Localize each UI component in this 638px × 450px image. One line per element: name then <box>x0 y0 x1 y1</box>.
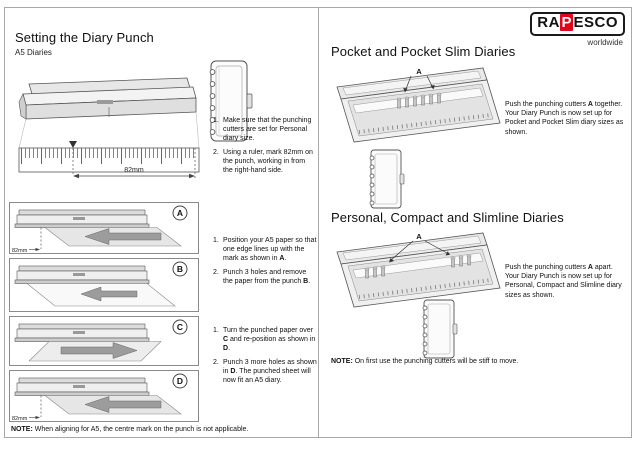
diary-clasp <box>452 323 458 335</box>
cutter-arrow-icon <box>403 87 408 93</box>
binder-ring <box>422 305 428 311</box>
turn-over-arrow-icon <box>60 342 138 359</box>
personal-body-text: Push the punching cutters A apart. Your … <box>505 264 622 299</box>
diary-punch-illustration: 82mm <box>18 77 200 180</box>
diagram-label: B <box>177 264 183 274</box>
diagram-label: C <box>177 322 183 332</box>
ruler-dimension-label: 82mm <box>124 167 144 174</box>
diagram-b: B <box>9 258 199 312</box>
binder-ring <box>422 323 428 329</box>
insert-arrow-icon <box>84 396 162 413</box>
instruction-step: 2. Using a ruler, mark 82mm on the punch… <box>213 148 315 175</box>
binder-ring <box>422 332 428 338</box>
diagram-label-badge <box>172 373 188 389</box>
insert-arrow-icon <box>84 228 162 245</box>
binder-ring <box>369 173 375 179</box>
cutter-arrow-icon <box>430 85 435 90</box>
binder-ring <box>369 200 375 206</box>
diagram-label-badge <box>172 261 188 277</box>
diary-clasp <box>399 173 405 185</box>
cutter-label: A <box>416 232 422 241</box>
instructions-setup: 1. Make sure that the punching cutters a… <box>213 116 315 181</box>
personal-diary-illustration <box>422 299 458 359</box>
binder-ring <box>422 341 428 347</box>
open-punch-cutters-together-illustration: A <box>336 67 501 143</box>
binder-ring <box>209 93 216 99</box>
step-number: 2. <box>213 359 219 367</box>
cutters-together <box>396 92 442 109</box>
cutters-apart <box>364 254 472 279</box>
step-number: 2. <box>213 149 219 157</box>
dimension-label: 82mm <box>12 248 28 254</box>
step-number: 1. <box>213 327 219 334</box>
step-text: Punch 3 more holes as shown in D. The pu… <box>223 359 317 385</box>
diagram-label: D <box>177 376 183 386</box>
punch-logo-mark <box>73 385 85 388</box>
diagram-label-badge <box>172 205 188 221</box>
instruction-step: 1. Turn the punched paper over C and re-… <box>213 326 317 353</box>
diagram-c: C <box>9 316 199 366</box>
pocket-diary-illustration <box>369 149 405 209</box>
instruction-step: 1. Make sure that the punching cutters a… <box>213 116 315 143</box>
punch-logo-mark <box>73 331 85 334</box>
step-text: Using a ruler, mark 82mm on the punch, w… <box>223 149 313 175</box>
punch-logo-mark <box>97 100 113 104</box>
instruction-step: 2. Punch 3 holes and remove the paper fr… <box>213 268 317 286</box>
cutter-arrow-icon <box>445 251 450 256</box>
cutter-label: A <box>416 67 422 76</box>
binder-ring <box>369 182 375 188</box>
binder-ring <box>422 350 428 356</box>
binder-ring <box>209 117 216 123</box>
binder-ring <box>422 314 428 320</box>
binder-ring <box>369 155 375 161</box>
section-title-pocket: Pocket and Pocket Slim Diaries <box>331 44 516 59</box>
step-text: Position your A5 paper so that one edge … <box>223 237 317 263</box>
binder-ring <box>209 69 216 75</box>
step-text: Punch 3 holes and remove the paper from … <box>223 269 311 286</box>
binder-ring <box>209 129 216 135</box>
paper-slot <box>352 252 484 279</box>
step-number: 2. <box>213 269 219 277</box>
step-number: 1. <box>213 117 219 124</box>
punch-logo-mark <box>73 217 85 220</box>
punch-end-cap <box>18 93 27 120</box>
binder-ring <box>209 105 216 111</box>
diagram-a: 82mm A <box>9 202 199 254</box>
note-first-use: NOTE: On first use the punching cutters … <box>331 358 519 365</box>
remove-arrow-icon <box>80 286 138 302</box>
a5-diary-illustration <box>209 60 253 142</box>
page-subtitle: A5 Diaries <box>15 48 52 57</box>
binder-ring <box>209 81 216 87</box>
pocket-body-text: Push the punching cutters A together. Yo… <box>505 101 624 136</box>
brand-tagline: worldwide <box>587 37 623 47</box>
step-text: Make sure that the punching cutters are … <box>223 117 312 143</box>
diagram-label-badge <box>172 319 188 335</box>
binder-ring <box>369 191 375 197</box>
dimension-label: 82mm <box>12 416 28 422</box>
diagram-d: 82mm D <box>9 370 199 422</box>
edge-ruler-ticks <box>358 113 492 134</box>
edge-ruler-ticks <box>358 278 492 299</box>
instructions-ab: 1. Position your A5 paper so that one ed… <box>213 236 317 291</box>
binder-ring <box>369 164 375 170</box>
page-title: Setting the Diary Punch <box>15 30 154 45</box>
note-a5: NOTE: When aligning for A5, the centre m… <box>11 426 249 433</box>
column-divider <box>318 8 319 437</box>
diary-clasp <box>246 93 253 109</box>
ruler-mark-pointer <box>69 141 77 148</box>
open-punch-cutters-apart-illustration: A <box>336 232 501 308</box>
diagram-label: A <box>177 208 183 218</box>
step-number: 1. <box>213 237 219 244</box>
instruction-step: 1. Position your A5 paper so that one ed… <box>213 236 317 263</box>
section-title-personal: Personal, Compact and Slimline Diaries <box>331 210 564 225</box>
instructions-cd: 1. Turn the punched paper over C and re-… <box>213 326 317 391</box>
cutter-arrow-icon <box>389 258 394 263</box>
punch-logo-mark <box>73 273 85 276</box>
step-text: Turn the punched paper over C and re-pos… <box>223 327 316 353</box>
instruction-step: 2. Punch 3 more holes as shown in D. The… <box>213 358 317 385</box>
manual-page: Setting the Diary Punch A5 Diaries 82mm <box>4 7 632 438</box>
brand-red-mark: P <box>559 14 574 31</box>
